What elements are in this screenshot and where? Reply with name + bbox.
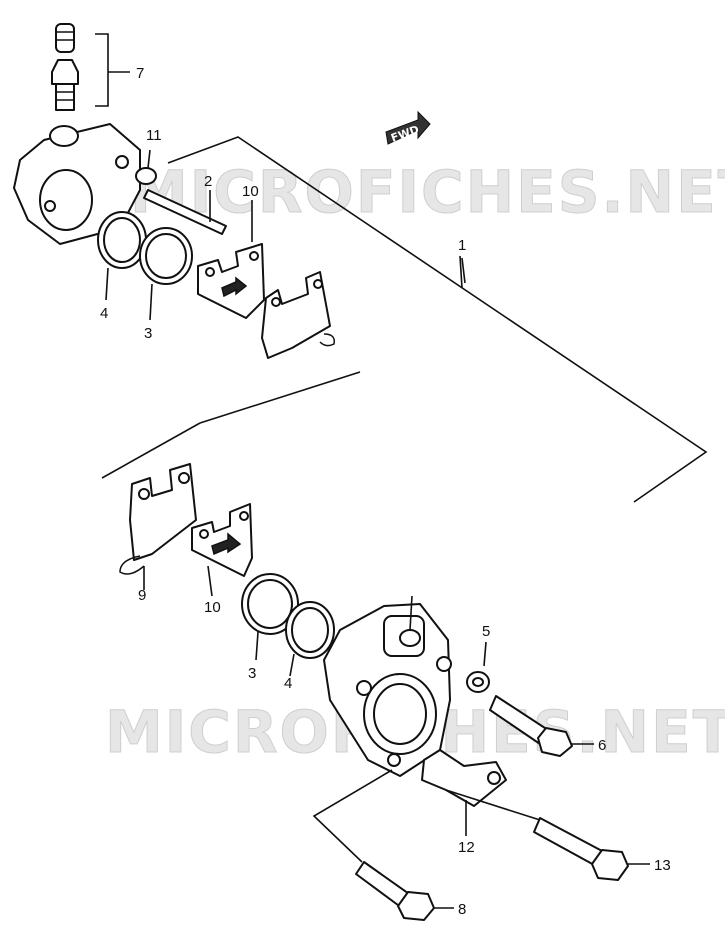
callout-9: 9 — [138, 587, 146, 604]
callout-4-top: 4 — [100, 305, 108, 322]
callout-13: 13 — [654, 857, 671, 874]
lower-seal-ring — [285, 601, 335, 659]
callout-10-top: 10 — [242, 183, 259, 200]
bolt-13 — [533, 817, 629, 881]
callout-8: 8 — [458, 901, 466, 918]
callout-12: 12 — [458, 839, 475, 856]
lower-brake-pad — [119, 463, 197, 575]
callout-1: 1 — [458, 237, 466, 254]
lower-shim — [191, 503, 253, 577]
upper-seal-ring — [97, 211, 147, 269]
callout-11: 11 — [146, 127, 162, 144]
bleeder-screw — [51, 23, 79, 111]
assembly-outline — [101, 136, 708, 503]
pad-pin — [143, 189, 227, 235]
upper-brake-pad — [261, 271, 336, 359]
upper-caliper-body — [13, 123, 141, 245]
lower-piston — [241, 573, 299, 635]
callout-10-bottom: 10 — [204, 599, 221, 616]
forward-arrow-badge: FWD — [385, 110, 431, 145]
callout-3-top: 3 — [144, 325, 152, 342]
callout-2: 2 — [204, 173, 212, 190]
bracket-7 — [95, 33, 109, 107]
bolt-6 — [489, 695, 573, 757]
callout-5: 5 — [482, 623, 490, 640]
callout-6: 6 — [598, 737, 606, 754]
upper-shim — [197, 243, 265, 319]
washer-11 — [135, 167, 157, 185]
bolt-8 — [355, 861, 435, 921]
callout-7: 7 — [136, 65, 144, 82]
watermark-top: MICROFICHES.NET — [130, 158, 725, 226]
callout-3-bottom: 3 — [248, 665, 256, 682]
upper-piston — [139, 227, 193, 285]
callout-4-bottom: 4 — [284, 675, 292, 692]
washer-5 — [466, 671, 490, 693]
bracket-clip-12 — [421, 749, 507, 807]
fwd-label: FWD — [389, 123, 420, 145]
